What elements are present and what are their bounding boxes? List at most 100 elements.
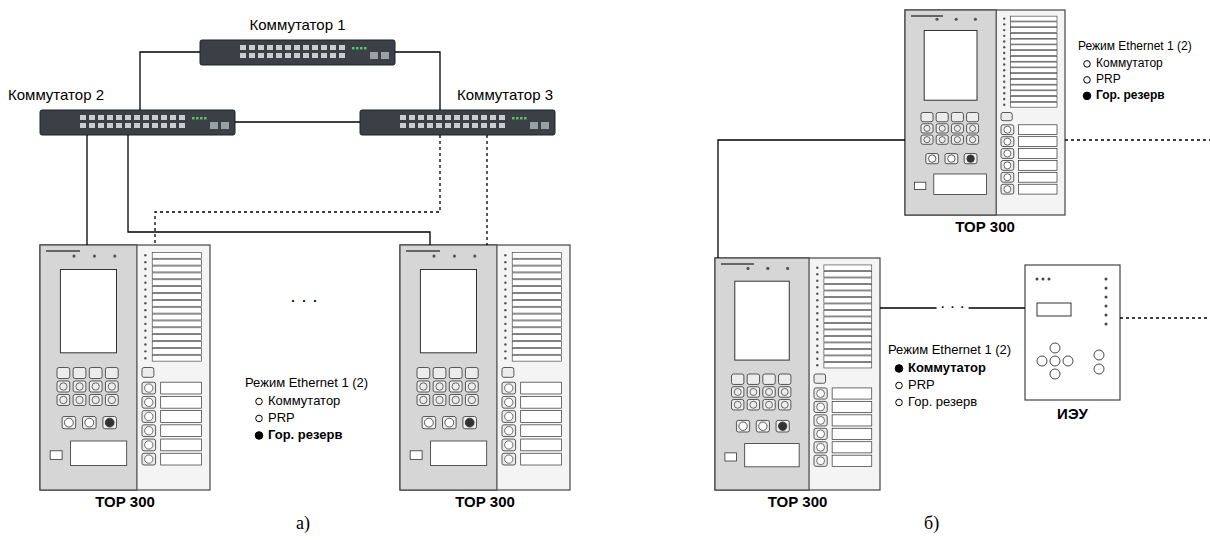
panel-key-mark xyxy=(766,401,773,408)
ied-device: ИЭУ xyxy=(1025,265,1120,400)
ieu-led xyxy=(1036,278,1039,281)
radio-selected xyxy=(255,432,263,440)
function-button-knob xyxy=(145,441,153,449)
switch-port xyxy=(427,123,433,128)
panel-key xyxy=(747,400,759,410)
ieu-key xyxy=(1050,369,1060,379)
panel-key xyxy=(73,381,86,392)
switch-port xyxy=(134,123,140,128)
indicator-strip xyxy=(824,297,872,303)
switch-port xyxy=(107,123,113,128)
function-button xyxy=(502,382,516,394)
function-strip xyxy=(832,388,872,399)
panel-key-mark xyxy=(924,125,930,131)
indicator-led xyxy=(816,338,818,340)
switch-port xyxy=(436,115,442,120)
panel-button xyxy=(62,417,76,429)
indicator-led xyxy=(144,261,146,263)
indicator-strip xyxy=(512,328,561,334)
switch-port xyxy=(294,53,300,58)
radio-unselected xyxy=(896,382,903,389)
indicator-strip xyxy=(512,342,561,348)
function-button xyxy=(1001,184,1014,194)
panel-key xyxy=(465,368,478,379)
indicator-led xyxy=(504,261,506,263)
switch-drawing xyxy=(360,110,555,135)
panel-key xyxy=(89,381,102,392)
indicator-led xyxy=(144,275,146,277)
panel-button-knob xyxy=(759,422,767,430)
sfp-port xyxy=(530,122,538,129)
panel-led xyxy=(955,18,958,21)
switch-port xyxy=(312,45,318,50)
indicator-strip xyxy=(152,280,201,286)
indicator-strip xyxy=(152,287,201,293)
ieu-led xyxy=(1048,278,1051,281)
function-strip xyxy=(1019,125,1057,135)
sfp-port xyxy=(541,122,549,129)
panel-key-mark xyxy=(420,396,427,403)
switch-port xyxy=(134,115,140,120)
function-strip xyxy=(1019,184,1057,194)
indicator-led xyxy=(144,295,146,297)
indicator-strip xyxy=(824,336,872,342)
indicator-strip xyxy=(824,330,872,336)
switch-port xyxy=(418,115,424,120)
panel-key xyxy=(967,113,979,122)
relay-terminal: ТОР 300 xyxy=(905,10,1065,215)
panel-nameplate xyxy=(745,444,799,467)
switch-port xyxy=(454,123,460,128)
indicator-strip xyxy=(824,323,872,329)
switch-port xyxy=(267,53,273,58)
panel-key xyxy=(89,368,102,379)
indicator-led xyxy=(1003,75,1005,77)
network-switch: Коммутатор 1 xyxy=(200,40,395,65)
panel-key xyxy=(73,394,86,405)
indicator-strip xyxy=(824,304,872,310)
panel-left-section xyxy=(400,245,497,490)
sfp-port xyxy=(210,122,218,129)
indicator-strip xyxy=(152,300,201,306)
mode-option: Коммутатор xyxy=(1096,57,1163,71)
panel-key-mark xyxy=(452,396,459,403)
panel-key xyxy=(763,374,775,384)
ieu-key xyxy=(1050,343,1060,353)
indicator-led xyxy=(144,357,146,359)
function-button-knob xyxy=(145,412,153,420)
switch-port xyxy=(179,115,185,120)
indicator-strip xyxy=(1011,39,1057,44)
switch-led xyxy=(516,117,519,120)
function-strip xyxy=(161,453,202,465)
indicator-led xyxy=(504,343,506,345)
panel-key xyxy=(763,400,775,410)
function-strip xyxy=(832,428,872,439)
indicator-led xyxy=(816,273,818,275)
panel-key xyxy=(921,113,933,122)
panel-button xyxy=(103,417,117,429)
switch-port xyxy=(116,123,122,128)
indicator-strip xyxy=(512,300,561,306)
ieu-led xyxy=(1105,323,1108,326)
panel-button xyxy=(83,417,97,429)
mode-option: Коммутатор xyxy=(908,361,986,376)
panel-key-mark xyxy=(76,396,83,403)
function-strip xyxy=(161,411,202,423)
function-button xyxy=(502,439,516,451)
function-button-knob xyxy=(505,398,513,406)
backup-link xyxy=(486,135,487,245)
function-button-knob xyxy=(1004,138,1011,145)
function-button xyxy=(814,442,827,453)
switch-port xyxy=(330,45,336,50)
function-button xyxy=(502,396,516,408)
panel-nameplate xyxy=(71,441,127,466)
panel-key xyxy=(417,381,430,392)
indicator-strip xyxy=(152,342,201,348)
switch-port xyxy=(427,115,433,120)
panel-key xyxy=(936,113,948,122)
panel-key xyxy=(921,135,933,144)
function-strip xyxy=(161,382,202,394)
panel-logo xyxy=(46,250,80,252)
switch-led xyxy=(520,117,523,120)
indicator-led xyxy=(1003,104,1005,106)
function-button xyxy=(814,401,827,412)
